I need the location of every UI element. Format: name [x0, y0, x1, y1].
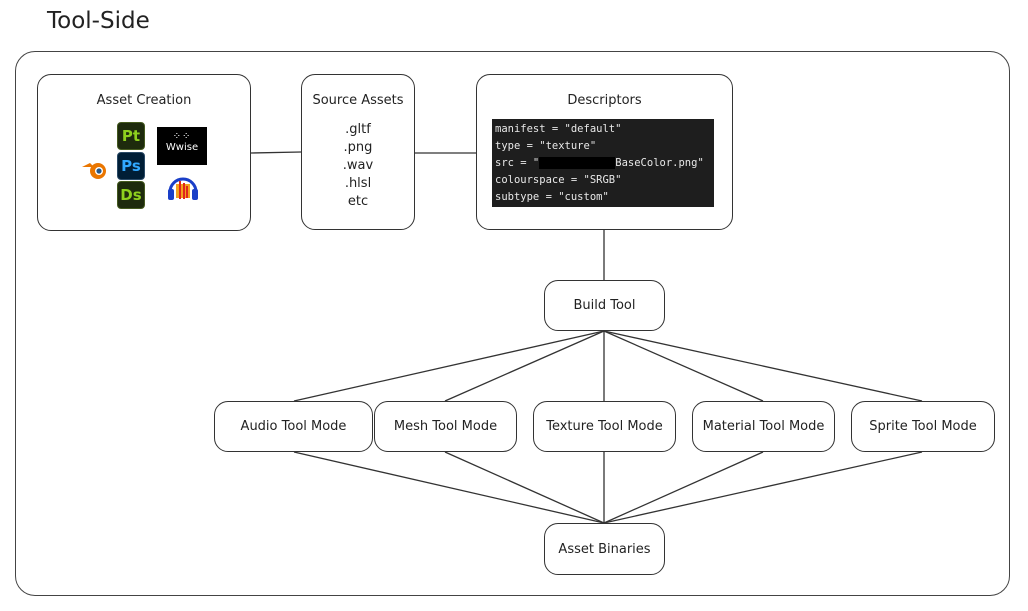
mesh-tool-mode-node: Mesh Tool Mode [374, 401, 517, 452]
asset-creation-node: Asset Creation Pt Ps Ds ⁘⁘ Wwise [37, 74, 251, 231]
code-src-prefix: src = " [495, 157, 540, 169]
edge-material-binaries [603, 451, 764, 524]
extension-etc: etc [347, 194, 369, 209]
tool-side-container [15, 51, 1010, 596]
edge-sprite-binaries [603, 451, 923, 524]
wwise-icon: ⁘⁘ Wwise [157, 127, 207, 165]
extension-png: .png [343, 140, 373, 155]
descriptors-label: Descriptors [567, 93, 642, 108]
code-line: manifest = "default" [495, 123, 622, 135]
wwise-label: Wwise [165, 142, 199, 153]
code-line: subtype = "custom" [495, 191, 609, 203]
extension-hlsl: .hlsl [344, 176, 372, 191]
sprite-tool-mode-node: Sprite Tool Mode [851, 401, 995, 452]
code-line: src = " BaseColor.png" [495, 155, 711, 172]
texture-tool-mode-node: Texture Tool Mode [533, 401, 676, 452]
asset-creation-label: Asset Creation [96, 93, 192, 108]
edge-build-audio [293, 330, 605, 402]
source-assets-node: Source Assets .gltf .png .wav .hlsl etc [301, 74, 415, 230]
blender-icon [80, 159, 110, 185]
edge-build-sprite [603, 330, 923, 402]
extension-gltf: .gltf [345, 122, 371, 137]
build-tool-node: Build Tool [544, 280, 665, 331]
edge-build-material [603, 330, 764, 402]
code-line: colourspace = "SRGB" [495, 174, 622, 186]
photoshop-icon: Ps [117, 152, 145, 180]
code-src-suffix: BaseColor.png" [615, 157, 704, 169]
material-tool-mode-node: Material Tool Mode [692, 401, 835, 452]
page-title: Tool-Side [47, 8, 150, 34]
descriptors-node: Descriptors manifest = "default" type = "… [476, 74, 733, 230]
edge-audio-binaries [293, 451, 605, 524]
designer-icon: Ds [117, 181, 145, 209]
redacted-block [539, 157, 616, 169]
source-assets-label: Source Assets [312, 93, 404, 108]
painter-icon: Pt [117, 122, 145, 150]
edge-build-mesh [444, 330, 605, 402]
extension-wav: .wav [342, 158, 374, 173]
audio-tool-mode-node: Audio Tool Mode [214, 401, 373, 452]
edge-creation-source [250, 151, 302, 154]
audacity-icon [166, 172, 200, 206]
code-line: type = "texture" [495, 140, 597, 152]
descriptor-code-block: manifest = "default" type = "texture" src … [492, 119, 714, 207]
edge-mesh-binaries [444, 451, 605, 524]
asset-binaries-node: Asset Binaries [544, 523, 665, 575]
